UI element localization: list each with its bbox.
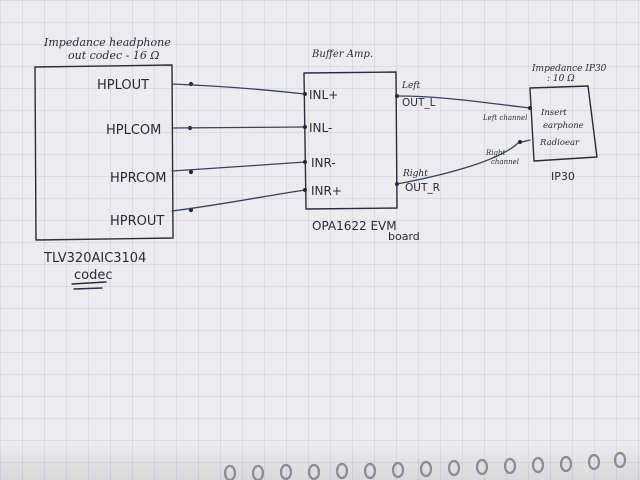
channel-left-in-label: Left channel xyxy=(482,114,527,122)
wire-hplout-inlplus xyxy=(171,83,306,95)
earphone-box-line1: Insert xyxy=(540,108,567,118)
spiral-ring xyxy=(587,453,601,471)
earphone-right-dot xyxy=(518,140,522,144)
spiral-ring xyxy=(419,460,433,478)
buffer-inlminus-dot xyxy=(303,125,307,129)
spiral-ring xyxy=(613,451,627,469)
spiral-binding xyxy=(223,451,627,480)
channel-right-out-label: Right xyxy=(402,169,428,179)
buffer-input-inrminus: INR- xyxy=(311,156,336,170)
wire-hprout-inrplus xyxy=(171,189,306,212)
spiral-ring xyxy=(223,464,237,480)
spiral-ring xyxy=(335,462,349,480)
codec-impedance-note-line1: Impedance headphone xyxy=(43,36,171,49)
channel-right-in-label-line1: Right xyxy=(485,149,505,157)
channel-left-out-label: Left xyxy=(401,81,421,91)
codec-box xyxy=(34,64,174,241)
buffer-inlplus-dot xyxy=(303,92,307,96)
codec-pin-hplout: HPLOUT xyxy=(97,78,149,93)
earphone-box-line3: Radioear xyxy=(539,138,580,148)
buffer-output-outl: OUT_L xyxy=(402,97,436,109)
spiral-ring xyxy=(391,461,405,479)
buffer-inrminus-dot xyxy=(303,160,307,164)
channel-right-in-label-line2: channel xyxy=(491,158,519,166)
earphone-impedance-note-line2: : 10 Ω xyxy=(547,74,575,84)
codec-hprcom-dot xyxy=(188,169,194,175)
earphone-impedance-note-line1: Impedance IP30 xyxy=(531,64,607,74)
spiral-ring xyxy=(475,458,489,476)
codec-pin-hprcom: HPRCOM xyxy=(110,171,167,186)
buffer-input-inlplus: INL+ xyxy=(309,88,338,102)
wire-hprcom-inrminus xyxy=(171,161,306,172)
earphone-left-dot xyxy=(528,106,532,110)
spiral-ring xyxy=(307,463,321,480)
earphone-model: IP30 xyxy=(551,170,575,183)
wire-outr-right-channel xyxy=(396,139,531,185)
spiral-ring xyxy=(279,463,293,480)
spiral-ring xyxy=(503,457,517,475)
spiral-ring xyxy=(559,455,573,473)
codec-pin-hplcom: HPLCOM xyxy=(106,123,161,138)
codec-pin-hprout: HPROUT xyxy=(110,214,164,229)
buffer-title: Buffer Amp. xyxy=(311,49,373,60)
buffer-input-inlminus: INL- xyxy=(309,121,332,135)
codec-label-underline xyxy=(71,281,107,290)
spiral-ring xyxy=(447,459,461,477)
earphone-box xyxy=(529,85,598,162)
spiral-ring xyxy=(531,456,545,474)
codec-chip-name: TLV320AIC3104 xyxy=(43,251,146,266)
spiral-ring xyxy=(363,462,377,480)
buffer-output-outr: OUT_R xyxy=(405,182,440,194)
codec-label: codec xyxy=(74,268,113,283)
buffer-board-line2: board xyxy=(388,230,420,243)
buffer-board-line1: OPA1622 EVM xyxy=(312,219,397,233)
earphone-box-line2: earphone xyxy=(543,121,584,131)
spiral-ring xyxy=(251,464,265,480)
buffer-inrplus-dot xyxy=(303,188,307,192)
buffer-input-inrplus: INR+ xyxy=(311,184,342,198)
wire-hplcom-inlminus xyxy=(171,126,306,129)
wire-outl-left-channel xyxy=(396,95,531,109)
codec-impedance-note-line2: out codec - 16 Ω xyxy=(68,49,159,62)
